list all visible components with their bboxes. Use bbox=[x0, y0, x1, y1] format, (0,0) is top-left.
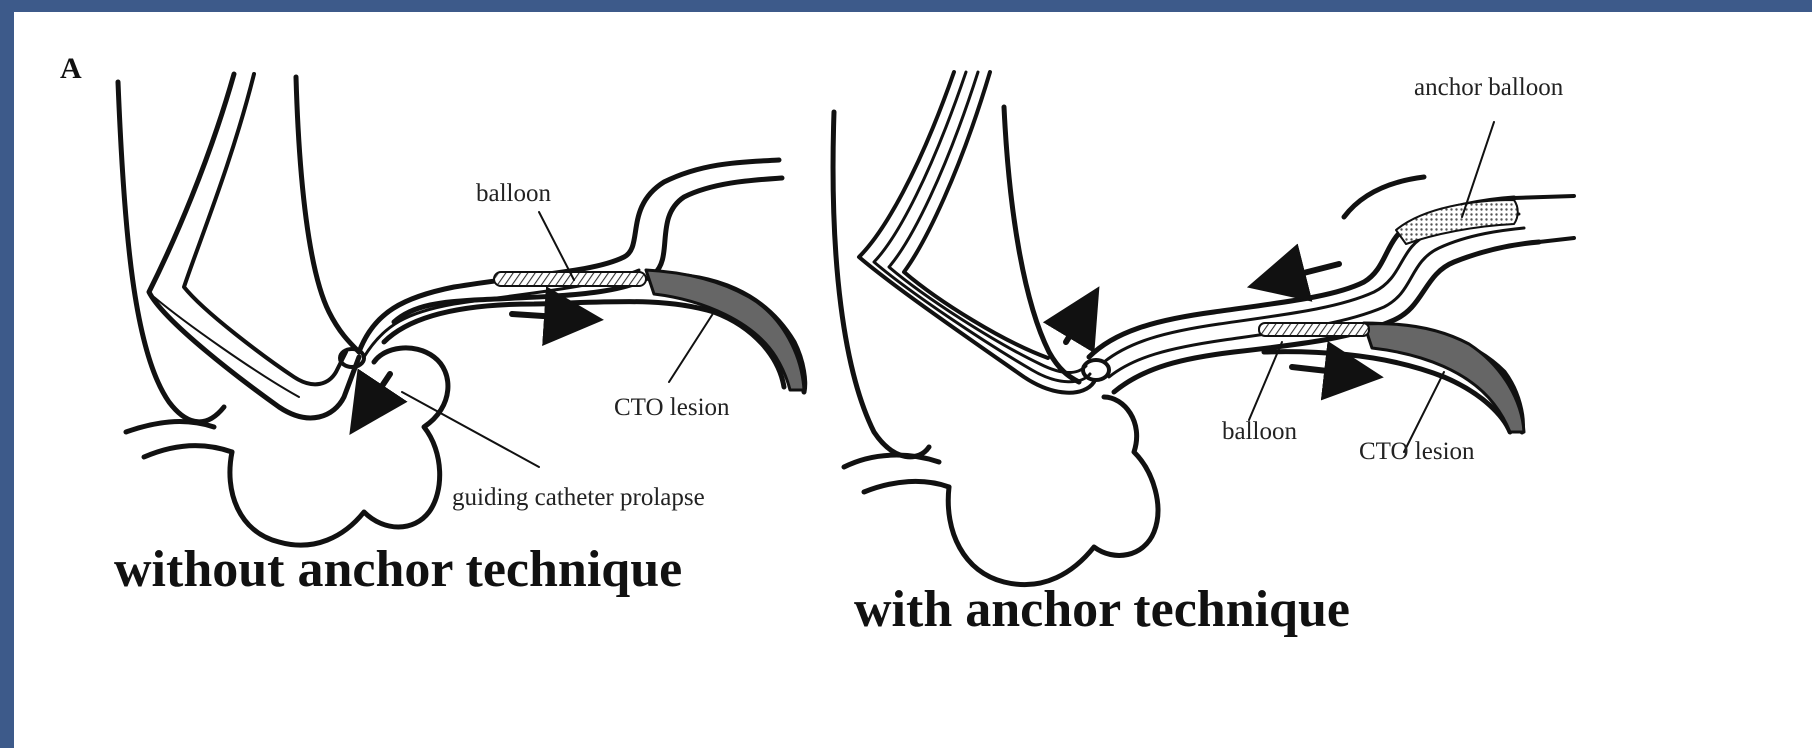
balloon-right bbox=[1259, 323, 1369, 336]
upward-arrow-right bbox=[1066, 312, 1084, 342]
label-balloon-left: balloon bbox=[476, 180, 551, 208]
caption-without-anchor: without anchor technique bbox=[114, 540, 682, 599]
leader-balloon-left bbox=[539, 212, 574, 280]
aortic-wall-left bbox=[118, 82, 224, 422]
forward-arrow-left bbox=[512, 314, 574, 318]
figure-frame: A balloon CTO lesion guiding catheter pr… bbox=[14, 12, 1812, 748]
label-cto-lesion-right: CTO lesion bbox=[1359, 438, 1475, 466]
panel-letter: A bbox=[60, 52, 82, 86]
caption-with-anchor: with anchor technique bbox=[854, 580, 1350, 639]
guiding-catheter-outer bbox=[149, 74, 359, 418]
label-anchor-balloon: anchor balloon bbox=[1414, 74, 1563, 102]
prolapse-arrow bbox=[366, 374, 390, 410]
left-panel bbox=[118, 74, 805, 545]
label-guiding-catheter-prolapse: guiding catheter prolapse bbox=[452, 484, 705, 512]
coronary-wall-upper bbox=[359, 160, 779, 352]
aortic-wall-right bbox=[833, 112, 929, 457]
leader-prolapse bbox=[402, 392, 539, 467]
aortic-root-left bbox=[230, 348, 448, 545]
leader-cto-left bbox=[669, 312, 714, 382]
label-cto-lesion-left: CTO lesion bbox=[614, 394, 730, 422]
right-panel bbox=[833, 72, 1574, 585]
aortic-inner-wall-left bbox=[296, 77, 359, 352]
backward-arrow-right bbox=[1276, 264, 1339, 280]
forward-arrow-right bbox=[1292, 367, 1354, 374]
anchor-balloon bbox=[1396, 200, 1518, 244]
label-balloon-right: balloon bbox=[1222, 418, 1297, 446]
aortic-root-right bbox=[948, 397, 1158, 585]
